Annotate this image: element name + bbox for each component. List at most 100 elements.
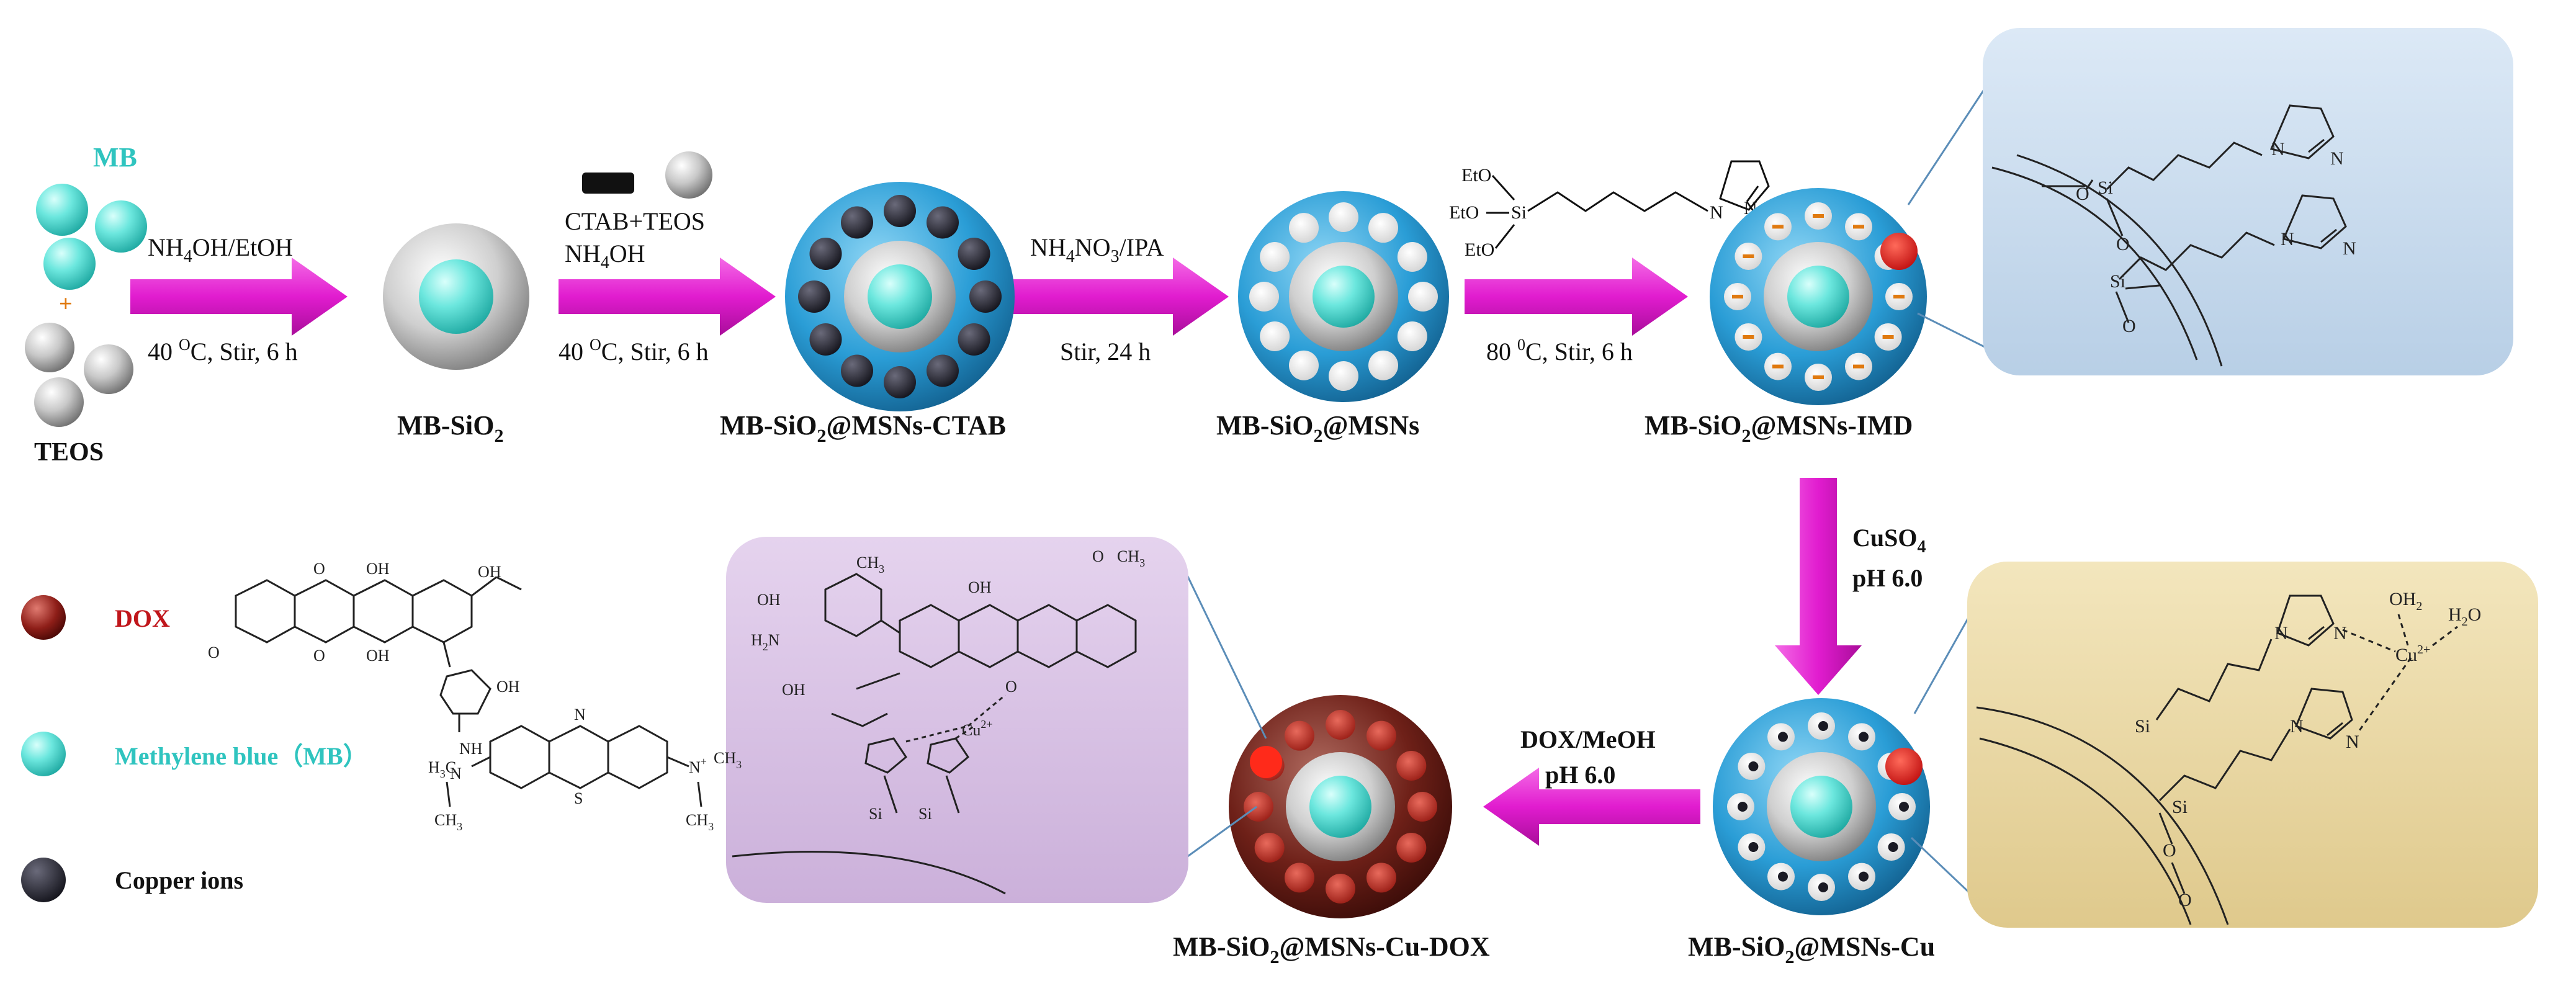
legend-mb-marker xyxy=(21,732,66,776)
svg-text:N: N xyxy=(2271,139,2285,159)
copper-ion xyxy=(1818,882,1828,892)
svg-text:N: N xyxy=(2333,623,2347,643)
svg-text:Si: Si xyxy=(918,805,932,823)
svg-text:Cu2+: Cu2+ xyxy=(2395,643,2430,665)
svg-text:NH: NH xyxy=(459,740,483,758)
pore xyxy=(809,238,842,270)
highlight-site xyxy=(1250,746,1282,778)
teos-sphere xyxy=(84,344,133,394)
svg-text:OH: OH xyxy=(478,563,501,581)
svg-text:N: N xyxy=(2290,716,2304,737)
charge-marker xyxy=(1813,375,1824,379)
pore xyxy=(884,195,916,227)
arrows xyxy=(130,258,1862,846)
plus-sign: + xyxy=(59,291,73,317)
arrow-step5 xyxy=(1775,478,1862,695)
pore xyxy=(884,366,916,398)
svg-text:N: N xyxy=(2281,229,2294,249)
mb-core xyxy=(1787,266,1849,328)
teos-sphere xyxy=(25,323,74,372)
charge-marker xyxy=(1813,214,1824,218)
charge-marker xyxy=(1732,295,1743,298)
step6-reagent: DOX/MeOH xyxy=(1520,725,1656,753)
ctab-rod-icon xyxy=(582,173,634,194)
svg-text:O: O xyxy=(208,643,220,661)
pore xyxy=(809,323,842,356)
legend-dox-marker xyxy=(21,595,66,640)
pore xyxy=(1408,282,1438,312)
svg-text:H3C: H3C xyxy=(428,758,456,780)
svg-text:OH2: OH2 xyxy=(2389,589,2422,613)
pore xyxy=(958,238,990,270)
svg-text:EtO: EtO xyxy=(1449,202,1479,223)
svg-text:CH3: CH3 xyxy=(686,811,714,833)
copper-ion xyxy=(1778,732,1788,742)
pore xyxy=(1289,213,1319,243)
zoom-panel-dox: OH CH3 H2N OH O CH3 OH Cu2+ O Si Si xyxy=(726,537,1267,903)
svg-text:CH3: CH3 xyxy=(434,811,462,833)
particle-msns-ctab xyxy=(785,182,1015,411)
step3-labels: NH4NO3/IPA Stir, 24 h xyxy=(1030,233,1164,365)
copper-ion xyxy=(1818,721,1828,731)
svg-text:N: N xyxy=(2330,148,2344,169)
copper-ion xyxy=(1748,842,1759,852)
svg-text:CH3: CH3 xyxy=(1117,547,1145,569)
label-mb-sio2: MB-SiO2 xyxy=(397,410,503,446)
mb-sphere xyxy=(43,238,96,290)
pore xyxy=(1329,202,1358,232)
legend-copper-label: Copper ions xyxy=(115,866,243,894)
highlight-site xyxy=(1885,748,1923,785)
pore xyxy=(1397,242,1427,272)
particle-msns-imd xyxy=(1710,188,1927,405)
label-msns-cu: MB-SiO2@MSNs-Cu xyxy=(1688,931,1935,967)
particle-mb-sio2 xyxy=(383,223,529,370)
step5-labels: CuSO4 pH 6.0 xyxy=(1852,524,1926,592)
pore xyxy=(1397,321,1427,351)
step4-labels: EtO EtO EtO Si N N 80 0C, Stir, 6 h xyxy=(1449,160,1770,365)
svg-text:Cu2+: Cu2+ xyxy=(962,718,993,739)
mb-label: MB xyxy=(93,142,137,173)
dox-structure xyxy=(235,576,522,732)
mb-core xyxy=(1313,266,1375,328)
svg-text:O: O xyxy=(2178,890,2192,910)
legend-dox-label: DOX xyxy=(115,604,170,632)
step2-labels: CTAB+TEOS NH4OH 40 OC, Stir, 6 h xyxy=(559,151,712,365)
svg-text:CH3: CH3 xyxy=(714,749,742,771)
label-msns-imd: MB-SiO2@MSNs-IMD xyxy=(1645,410,1913,446)
copper-ion xyxy=(1888,842,1898,852)
mb-core xyxy=(1790,776,1852,838)
pore xyxy=(969,280,1002,313)
mb-structure xyxy=(446,725,702,807)
arrow-step3 xyxy=(1012,258,1229,336)
charge-marker xyxy=(1772,225,1784,229)
particle-msns-cu xyxy=(1713,698,1930,915)
svg-text:N: N xyxy=(2346,732,2359,752)
pore xyxy=(1368,350,1398,380)
charge-marker xyxy=(1772,364,1784,369)
svg-text:OH: OH xyxy=(496,678,520,696)
teos-sphere xyxy=(34,377,84,427)
svg-text:O: O xyxy=(2076,184,2089,204)
pore xyxy=(1396,833,1427,863)
step5-ph: pH 6.0 xyxy=(1852,564,1923,592)
pore xyxy=(1260,321,1290,351)
pore xyxy=(1396,751,1427,781)
silane-bonds xyxy=(1486,160,1770,249)
pore xyxy=(1254,833,1285,863)
pore xyxy=(841,206,873,239)
pore xyxy=(927,354,959,387)
arrow-step6 xyxy=(1483,768,1700,846)
svg-text:Si: Si xyxy=(2135,716,2150,737)
svg-text:O: O xyxy=(2116,234,2130,254)
svg-text:N: N xyxy=(450,765,462,782)
pore xyxy=(1244,792,1273,822)
charge-marker xyxy=(1882,335,1894,339)
step3-reagent: NH4NO3/IPA xyxy=(1030,233,1164,266)
svg-text:OH: OH xyxy=(366,647,390,665)
zoom-panel-imd: Si O Si O N N N N O xyxy=(1907,28,2513,375)
svg-text:Si: Si xyxy=(2098,177,2113,198)
svg-text:S: S xyxy=(574,789,583,807)
charge-marker xyxy=(1743,254,1754,258)
step1-labels: NH4OH/EtOH 40 OC, Stir, 6 h xyxy=(148,233,298,365)
step3-conditions: Stir, 24 h xyxy=(1060,338,1151,365)
